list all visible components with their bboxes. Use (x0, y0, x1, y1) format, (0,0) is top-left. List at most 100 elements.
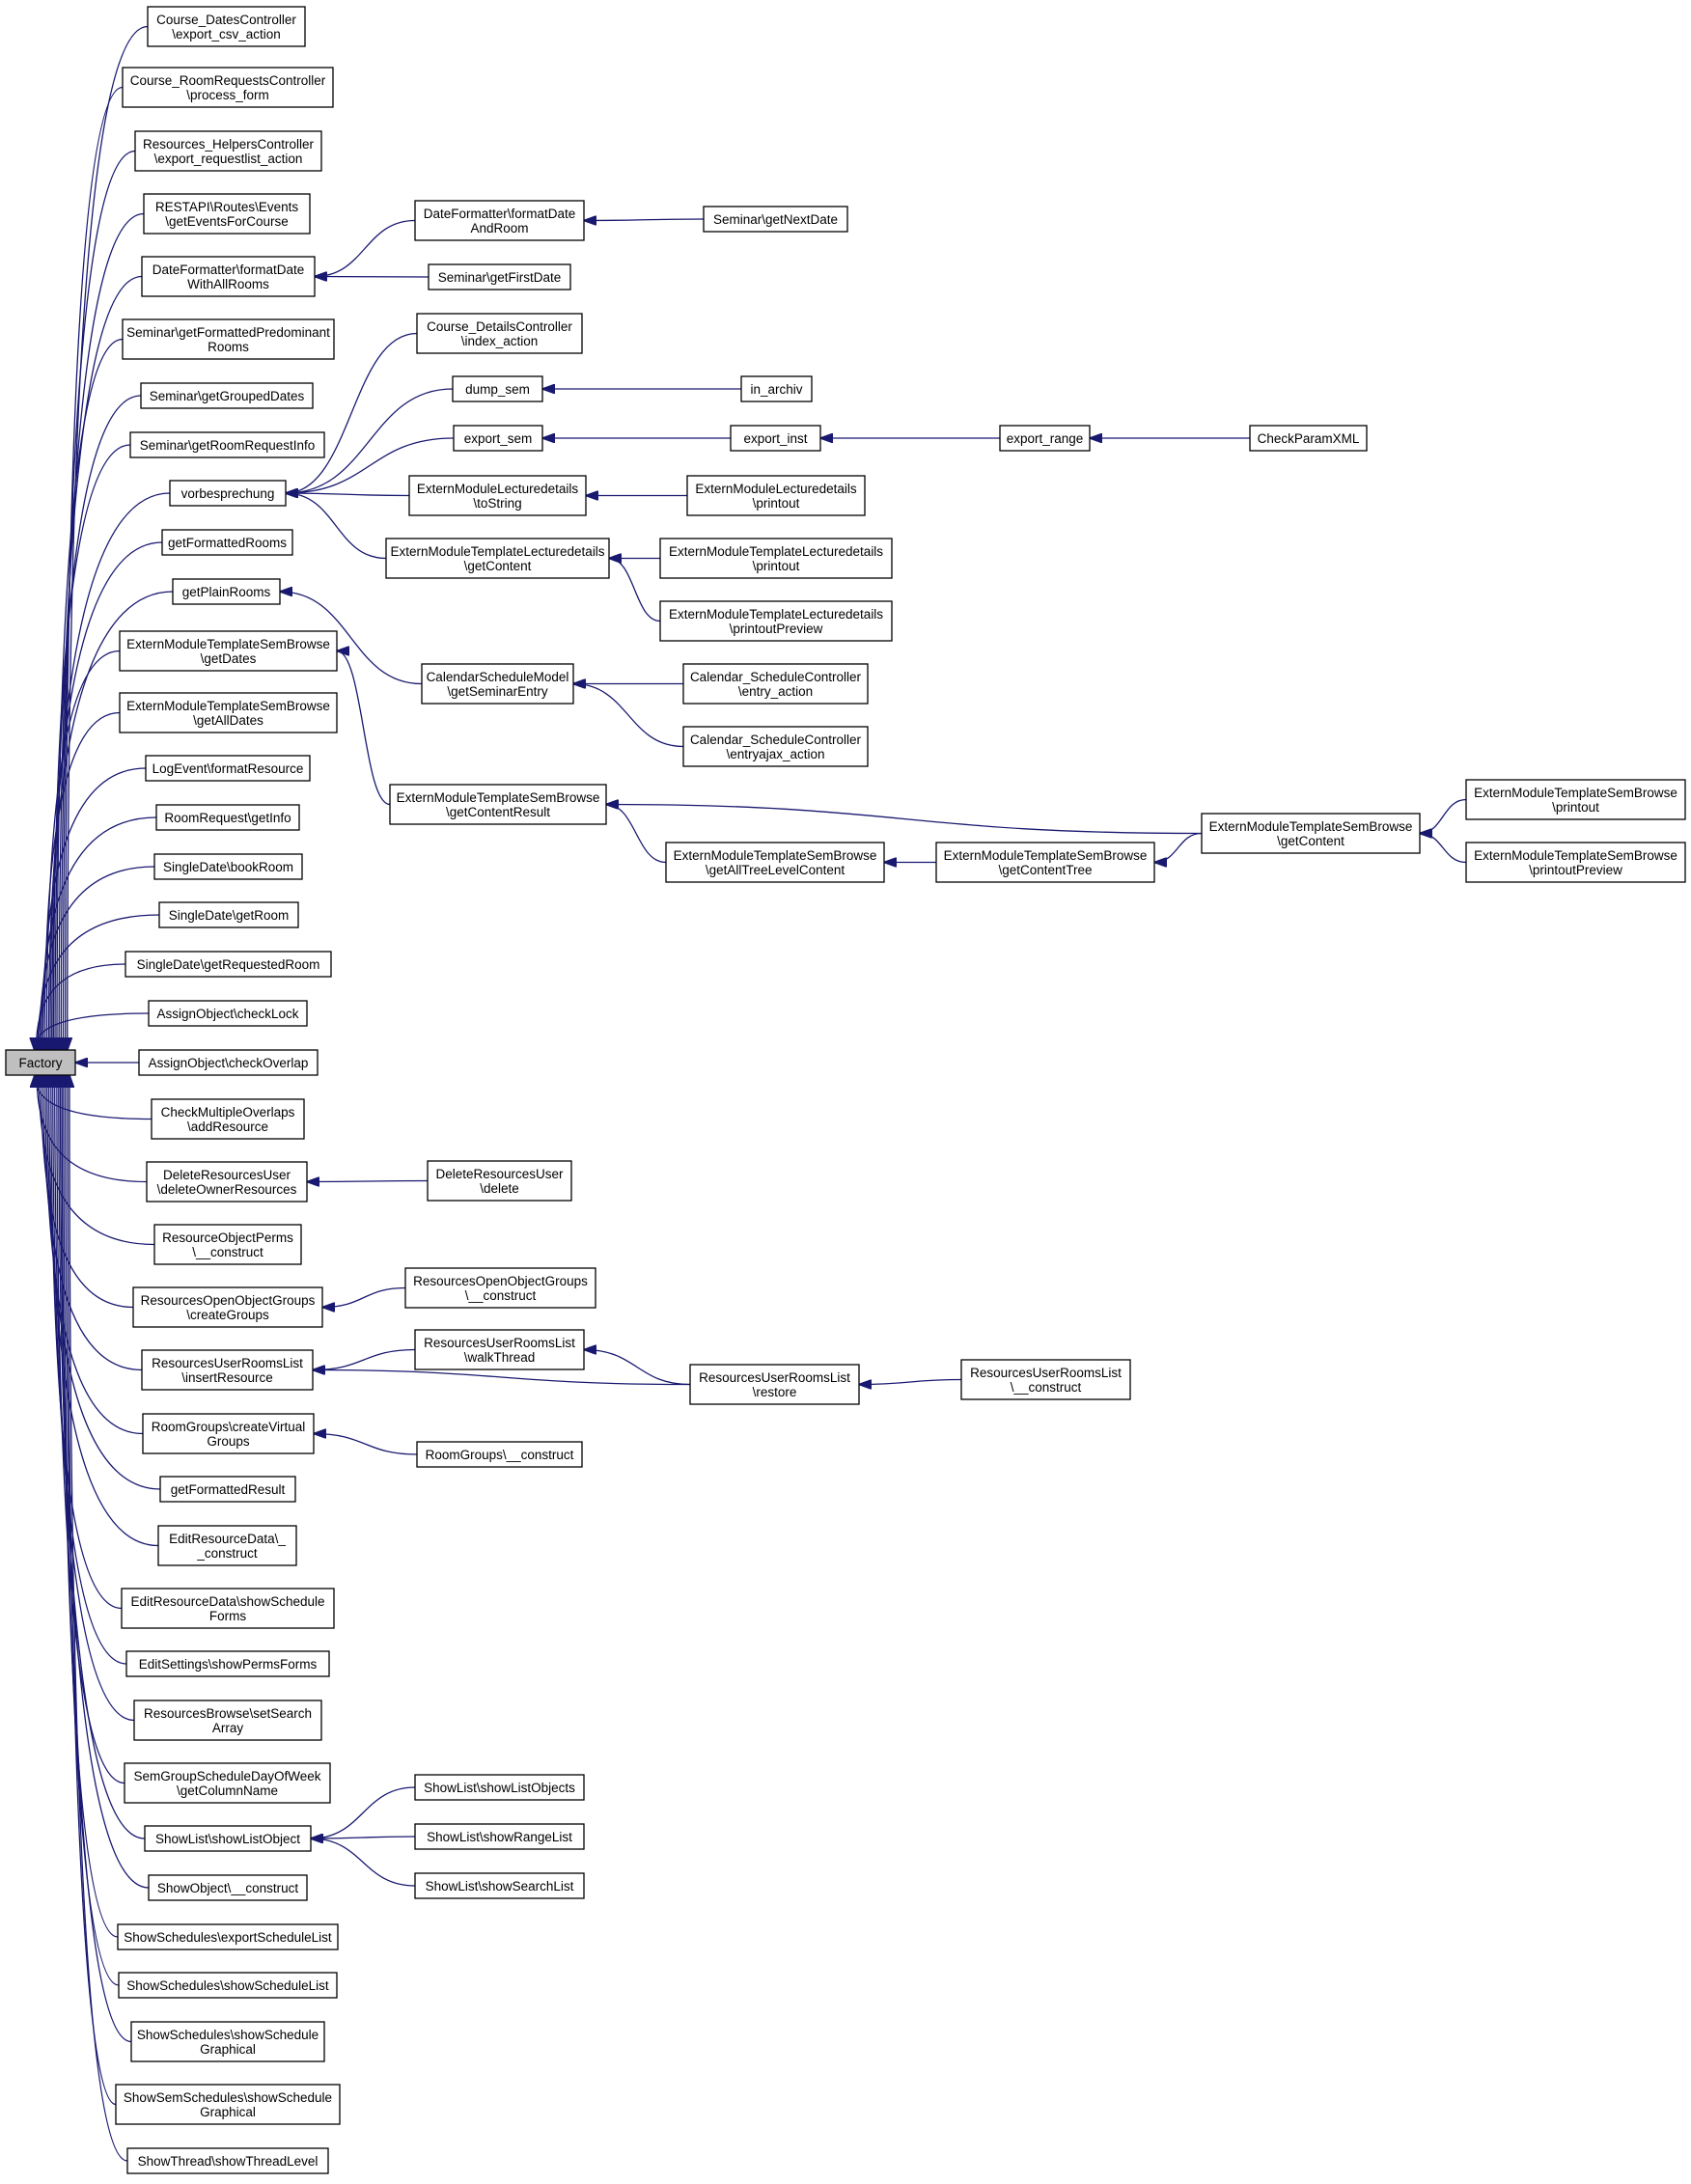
node-box (125, 1650, 330, 1677)
graph-node[interactable]: Course_DatesController\export_csv_action (147, 6, 306, 47)
graph-node[interactable]: ExternModuleTemplateLecturedetails\print… (659, 600, 893, 642)
node-box (665, 842, 885, 883)
graph-node[interactable]: getFormattedRooms (161, 529, 293, 556)
graph-node[interactable]: export_inst (730, 425, 821, 452)
graph-node[interactable]: ExternModuleTemplateSemBrowse\getDates (119, 630, 338, 672)
graph-node[interactable]: DeleteResourcesUser\delete (427, 1160, 572, 1202)
graph-node[interactable]: AssignObject\checkOverlap (138, 1049, 319, 1076)
graph-node[interactable]: EditResourceData\__construct (157, 1525, 297, 1566)
graph-node[interactable]: CheckMultipleOverlaps\addResource (151, 1098, 305, 1140)
graph-node[interactable]: export_sem (453, 425, 543, 452)
node-box (389, 784, 607, 825)
graph-node[interactable]: Seminar\getGroupedDates (140, 382, 314, 409)
graph-node[interactable]: CheckParamXML (1249, 425, 1368, 452)
graph-node[interactable]: ShowList\showRangeList (414, 1823, 585, 1850)
node-box (960, 1359, 1131, 1400)
graph-node[interactable]: EditSettings\showPermsForms (125, 1650, 330, 1677)
edge-m31-to-n33 (311, 1786, 416, 1838)
graph-node[interactable]: RESTAPI\Routes\Events\getEventsForCourse (143, 193, 311, 235)
graph-node[interactable]: ExternModuleLecturedetails\toString (408, 475, 587, 516)
graph-node[interactable]: ResourcesOpenObjectGroups\createGroups (132, 1286, 323, 1328)
graph-node[interactable]: dump_sem (452, 375, 543, 402)
graph-root-node[interactable]: Factory (5, 1049, 76, 1076)
graph-node[interactable]: ExternModuleTemplateSemBrowse\getContent (1201, 813, 1421, 854)
graph-node[interactable]: RoomRequest\getInfo (155, 804, 300, 831)
node-label: Seminar\getRoomRequestInfo (140, 438, 316, 453)
graph-node[interactable]: getFormattedResult (159, 1476, 296, 1503)
graph-node[interactable]: Seminar\getFirstDate (428, 263, 571, 290)
graph-node[interactable]: ExternModuleTemplateSemBrowse\getAllTree… (665, 842, 885, 883)
node-label: ExternModuleTemplateLecturedetails (669, 607, 883, 622)
node-box (659, 600, 893, 642)
graph-node[interactable]: RoomGroups\__construct (416, 1441, 583, 1468)
graph-node[interactable]: ResourcesUserRoomsList\__construct (960, 1359, 1131, 1400)
graph-node[interactable]: ShowSchedules\showScheduleList (118, 1972, 338, 1999)
edge-m22-to-m21 (1154, 832, 1203, 863)
node-label: Course_DatesController (156, 13, 296, 27)
graph-node[interactable]: ResourceObjectPerms\__construct (153, 1224, 302, 1265)
node-label: \entry_action (738, 684, 813, 699)
node-box (414, 1774, 585, 1801)
graph-node[interactable]: ShowThread\showThreadLevel (126, 2147, 329, 2174)
graph-node[interactable]: Seminar\getNextDate (703, 206, 848, 233)
edge-m27-to-n25 (313, 1348, 416, 1370)
graph-node[interactable]: ResourcesOpenObjectGroups\__construct (404, 1267, 596, 1309)
graph-node[interactable]: AssignObject\checkLock (148, 1000, 308, 1027)
graph-node[interactable]: Course_DetailsController\index_action (416, 313, 583, 354)
graph-node[interactable]: CalendarScheduleModel\getSeminarEntry (421, 663, 574, 705)
graph-node[interactable]: ExternModuleTemplateSemBrowse\printout (1465, 779, 1686, 820)
graph-node[interactable]: ShowSchedules\exportScheduleList (117, 1923, 339, 1950)
graph-node[interactable]: vorbesprechung (169, 480, 287, 507)
graph-node[interactable]: SemGroupScheduleDayOfWeek\getColumnName (124, 1762, 331, 1804)
node-label: SingleDate\bookRoom (163, 860, 293, 874)
graph-node[interactable]: SingleDate\getRequestedRoom (125, 951, 332, 978)
graph-node[interactable]: Calendar_ScheduleController\entry_action (682, 663, 869, 705)
graph-node[interactable]: ExternModuleTemplateSemBrowse\getContent… (389, 784, 607, 825)
graph-node[interactable]: ExternModuleTemplateSemBrowse\printoutPr… (1465, 842, 1686, 883)
node-box (118, 1972, 338, 1999)
graph-node[interactable]: ShowList\showListObject (144, 1825, 312, 1852)
graph-node[interactable]: DeleteResourcesUser\deleteOwnerResources (146, 1161, 308, 1203)
graph-node[interactable]: ResourcesUserRoomsList\restore (689, 1364, 860, 1405)
graph-node[interactable]: Resources_HelpersController\export_reque… (134, 130, 322, 172)
graph-node[interactable]: ResourcesUserRoomsList\walkThread (414, 1329, 585, 1370)
node-label: AndRoom (470, 221, 528, 235)
node-label: Graphical (200, 2105, 256, 2119)
edge-m01-to-n05 (315, 219, 416, 277)
graph-node[interactable]: Seminar\getRoomRequestInfo (129, 431, 325, 458)
graph-node[interactable]: ResourcesUserRoomsList\insertResource (141, 1349, 314, 1391)
graph-node[interactable]: ShowList\showSearchList (414, 1872, 585, 1899)
edge-m22-to-m19 (606, 805, 1203, 835)
edge-m18-to-m16 (573, 684, 684, 748)
edge-m03-to-n05 (315, 277, 430, 278)
graph-node[interactable]: SingleDate\bookRoom (153, 853, 303, 880)
graph-node[interactable]: ExternModuleTemplateLecturedetails\print… (659, 538, 893, 579)
node-label: RESTAPI\Routes\Events (155, 200, 299, 214)
graph-node[interactable]: LogEvent\formatResource (145, 755, 311, 782)
graph-node[interactable]: ShowObject\__construct (148, 1874, 308, 1901)
graph-node[interactable]: Calendar_ScheduleController\entryajax_ac… (682, 726, 869, 767)
graph-node[interactable]: ExternModuleTemplateSemBrowse\getContent… (935, 842, 1155, 883)
graph-node[interactable]: Course_RoomRequestsController\process_fo… (122, 67, 334, 108)
node-box (121, 1588, 335, 1629)
graph-node[interactable]: ExternModuleTemplateSemBrowse\getAllDate… (119, 692, 338, 733)
node-label: CheckMultipleOverlaps (161, 1105, 295, 1120)
graph-node[interactable]: ShowList\showListObjects (414, 1774, 585, 1801)
node-label: getFormattedResult (171, 1482, 286, 1497)
graph-node[interactable]: ExternModuleTemplateLecturedetails\getCo… (385, 538, 610, 579)
edge-m28-to-m27 (584, 1350, 691, 1386)
graph-node[interactable]: in_archiv (740, 375, 813, 402)
node-box (132, 1286, 323, 1328)
graph-node[interactable]: ExternModuleLecturedetails\printout (686, 475, 866, 516)
graph-node[interactable]: getPlainRooms (172, 578, 281, 605)
graph-node[interactable]: export_range (999, 425, 1091, 452)
graph-node[interactable]: SingleDate\getRoom (158, 901, 299, 928)
